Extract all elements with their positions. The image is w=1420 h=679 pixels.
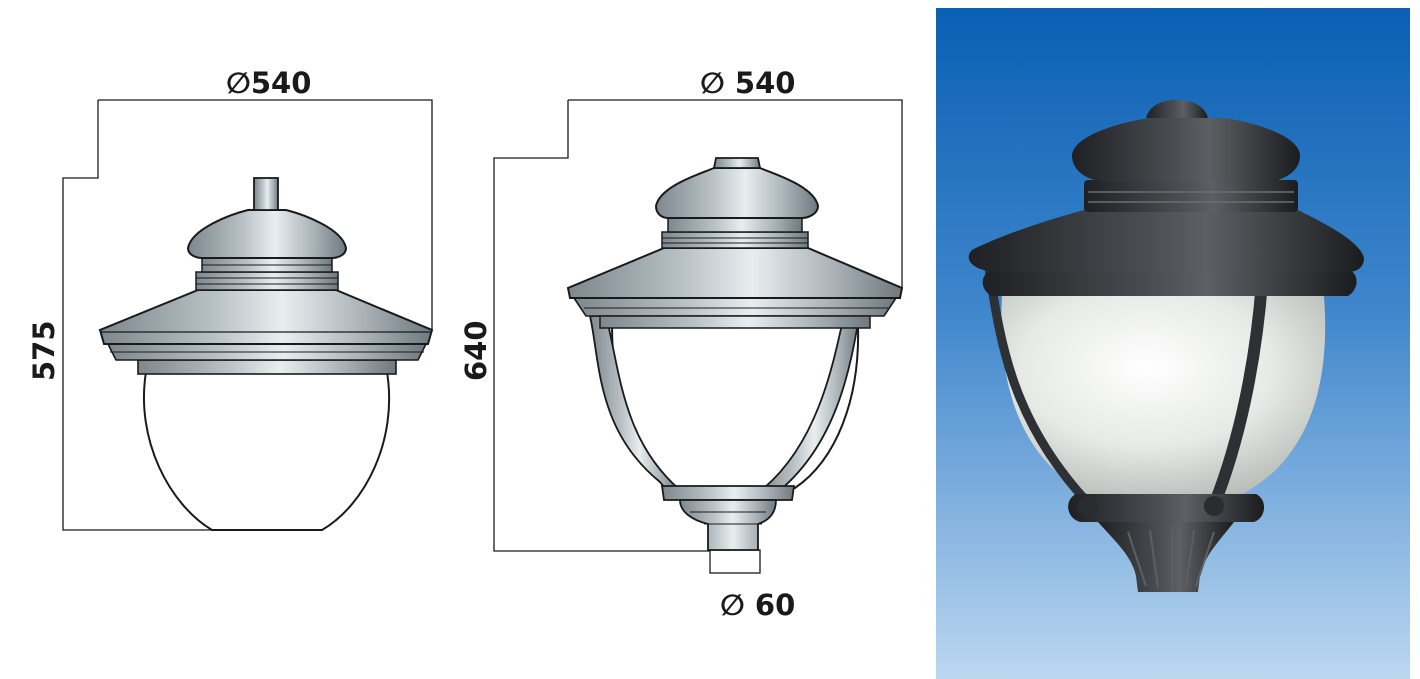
pendant-dimension-frame [98,99,433,330]
post-top-finial [712,157,762,169]
post-top-dimension-frame-left [493,100,710,552]
pendant-roof [98,289,434,345]
post-top-width-label: ∅ 540 [700,66,796,100]
photo-right-arm [1208,276,1268,511]
pendant-glass-bowl [142,371,391,531]
post-top-cap [654,167,820,219]
pendant-width-label: ∅540 [226,66,312,100]
photo-glass-bowl [1001,296,1326,500]
post-top-roof [566,247,904,299]
product-photo [936,8,1410,679]
post-top-height-label: 640 [459,320,493,381]
socket-dimension-box [709,549,761,574]
pendant-dimension-frame-left [62,100,320,531]
post-top-base-ring [660,485,796,501]
photo-cap [1072,118,1300,182]
post-top-base [679,499,777,551]
photo-finial [1146,100,1208,118]
photo-roof [968,210,1364,272]
pendant-lantern-drawing [62,99,434,531]
pendant-height-label: 575 [27,320,61,381]
pendant-cap [186,209,348,259]
pendant-hanging-tube [253,177,279,211]
post-top-dimension-frame [568,99,903,288]
post-top-socket-label: ∅ 60 [720,588,796,622]
post-top-lantern-drawing [493,99,904,574]
